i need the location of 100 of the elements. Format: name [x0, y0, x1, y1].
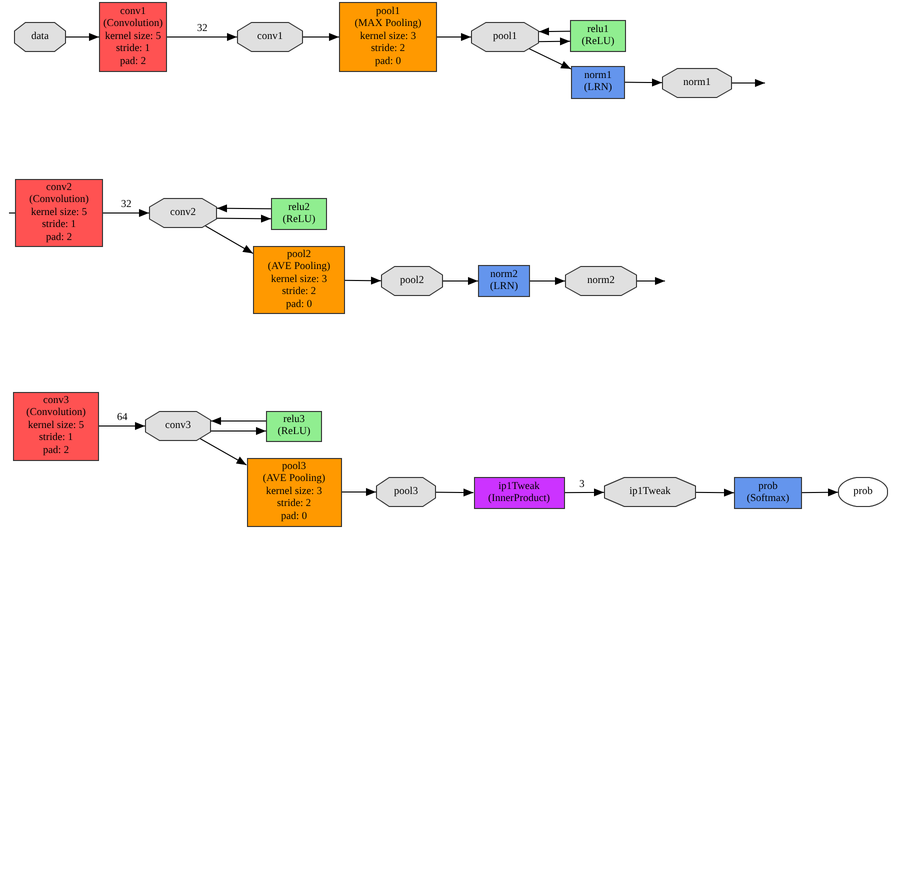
node-label: kernel size: 5 — [105, 30, 161, 44]
layer-box — [246, 458, 342, 526]
arrow — [210, 427, 266, 435]
node-label: (InnerProduct) — [488, 493, 550, 506]
node-label: kernel size: 5 — [28, 420, 84, 432]
arrow — [98, 422, 146, 430]
arrow — [442, 277, 478, 285]
node-label: stride: 1 — [116, 43, 150, 56]
edge-label: 32 — [196, 23, 208, 34]
node-label: pad: 0 — [286, 298, 312, 312]
layer-box — [271, 198, 327, 230]
node-label: (LRN) — [584, 82, 612, 94]
node-label: stride: 2 — [370, 43, 406, 56]
node-label: pad: 2 — [120, 56, 146, 68]
node-label: (ReLU) — [282, 214, 316, 226]
node-label: norm1 — [584, 70, 612, 82]
node-label: norm2 — [587, 274, 615, 288]
blob-octagon — [381, 266, 443, 296]
arrow — [624, 78, 662, 87]
arrow — [802, 488, 839, 496]
blob-octagon — [471, 22, 539, 52]
arrow — [302, 33, 340, 41]
node-label: (Convolution) — [26, 407, 86, 420]
arrow — [696, 488, 734, 497]
node-label: (Convolution) — [103, 18, 163, 31]
node-label: norm2 — [490, 268, 518, 281]
arrow — [216, 204, 272, 212]
blob-octagon — [14, 22, 66, 52]
layer-box — [266, 410, 322, 442]
arrow — [204, 225, 254, 254]
arrow — [216, 214, 272, 223]
blob-octagon — [376, 477, 436, 507]
node-label: prob — [853, 486, 873, 498]
arrow — [66, 33, 100, 41]
blob-octagon — [145, 411, 211, 441]
arrow — [636, 277, 666, 285]
node-label: conv3 — [165, 420, 191, 432]
node-label: (LRN) — [490, 281, 518, 294]
edge-label: 64 — [116, 412, 128, 423]
node-label: pad: 0 — [375, 56, 401, 68]
node-label: (MAX Pooling) — [354, 18, 422, 31]
edge-label: 3 — [578, 478, 586, 490]
layer-box — [571, 66, 625, 98]
arrow — [210, 417, 266, 425]
edge-label: 32 — [120, 199, 132, 210]
arrow — [200, 438, 247, 466]
layer-box — [478, 265, 530, 297]
arrow — [436, 488, 474, 496]
node-label: (AVE Pooling) — [262, 473, 326, 486]
node-label: ip1Tweak — [629, 486, 671, 498]
node-label: (ReLU) — [582, 36, 614, 48]
layer-box — [734, 477, 802, 509]
node-label: relu1 — [587, 24, 609, 36]
node-label: pad: 0 — [281, 510, 307, 524]
node-label: stride: 1 — [38, 432, 74, 445]
node-label: stride: 1 — [42, 219, 76, 232]
node-label: conv2 — [46, 182, 72, 194]
arrow — [166, 33, 238, 41]
node-label: pool1 — [376, 6, 400, 18]
layer-box — [474, 477, 564, 509]
node-label: (Convolution) — [29, 194, 89, 207]
arrow — [538, 37, 570, 46]
node-label: conv1 — [120, 6, 146, 18]
node-label: stride: 2 — [276, 498, 312, 511]
layer-box — [253, 246, 345, 314]
layer-box — [570, 20, 626, 52]
arrow — [564, 488, 604, 496]
node-label: pool2 — [400, 274, 424, 288]
node-label: conv2 — [170, 206, 196, 220]
layer-box — [15, 179, 103, 247]
node-label: norm1 — [683, 76, 711, 90]
arrow — [436, 33, 472, 41]
node-label: (Softmax) — [746, 493, 790, 506]
layer-box — [99, 2, 167, 72]
node-label: data — [31, 30, 49, 44]
node-label: pool1 — [493, 30, 517, 44]
node-label: pad: 2 — [46, 232, 72, 244]
node-label: conv3 — [43, 394, 69, 408]
arrow — [102, 209, 150, 217]
arrow — [530, 277, 566, 285]
node-label: conv1 — [257, 30, 283, 44]
blob-octagon — [149, 198, 217, 228]
arrow — [538, 28, 570, 36]
arrow — [528, 48, 572, 70]
node-label: relu2 — [288, 202, 310, 214]
node-label: ip1Tweak — [498, 480, 540, 493]
node-label: relu3 — [283, 414, 305, 426]
node-label: kernel size: 3 — [360, 30, 416, 44]
layer-box — [13, 392, 99, 460]
arrow — [344, 276, 382, 285]
node-label: kernel size: 3 — [266, 486, 322, 498]
blob-octagon — [604, 477, 696, 507]
layer-box — [339, 2, 437, 72]
node-label: stride: 2 — [282, 286, 316, 299]
node-label: (ReLU) — [278, 426, 310, 438]
arrow — [341, 488, 376, 496]
node-label: kernel size: 3 — [271, 274, 327, 286]
blob-octagon — [565, 266, 637, 296]
arrow — [732, 79, 766, 87]
node-label: pool3 — [394, 486, 418, 498]
